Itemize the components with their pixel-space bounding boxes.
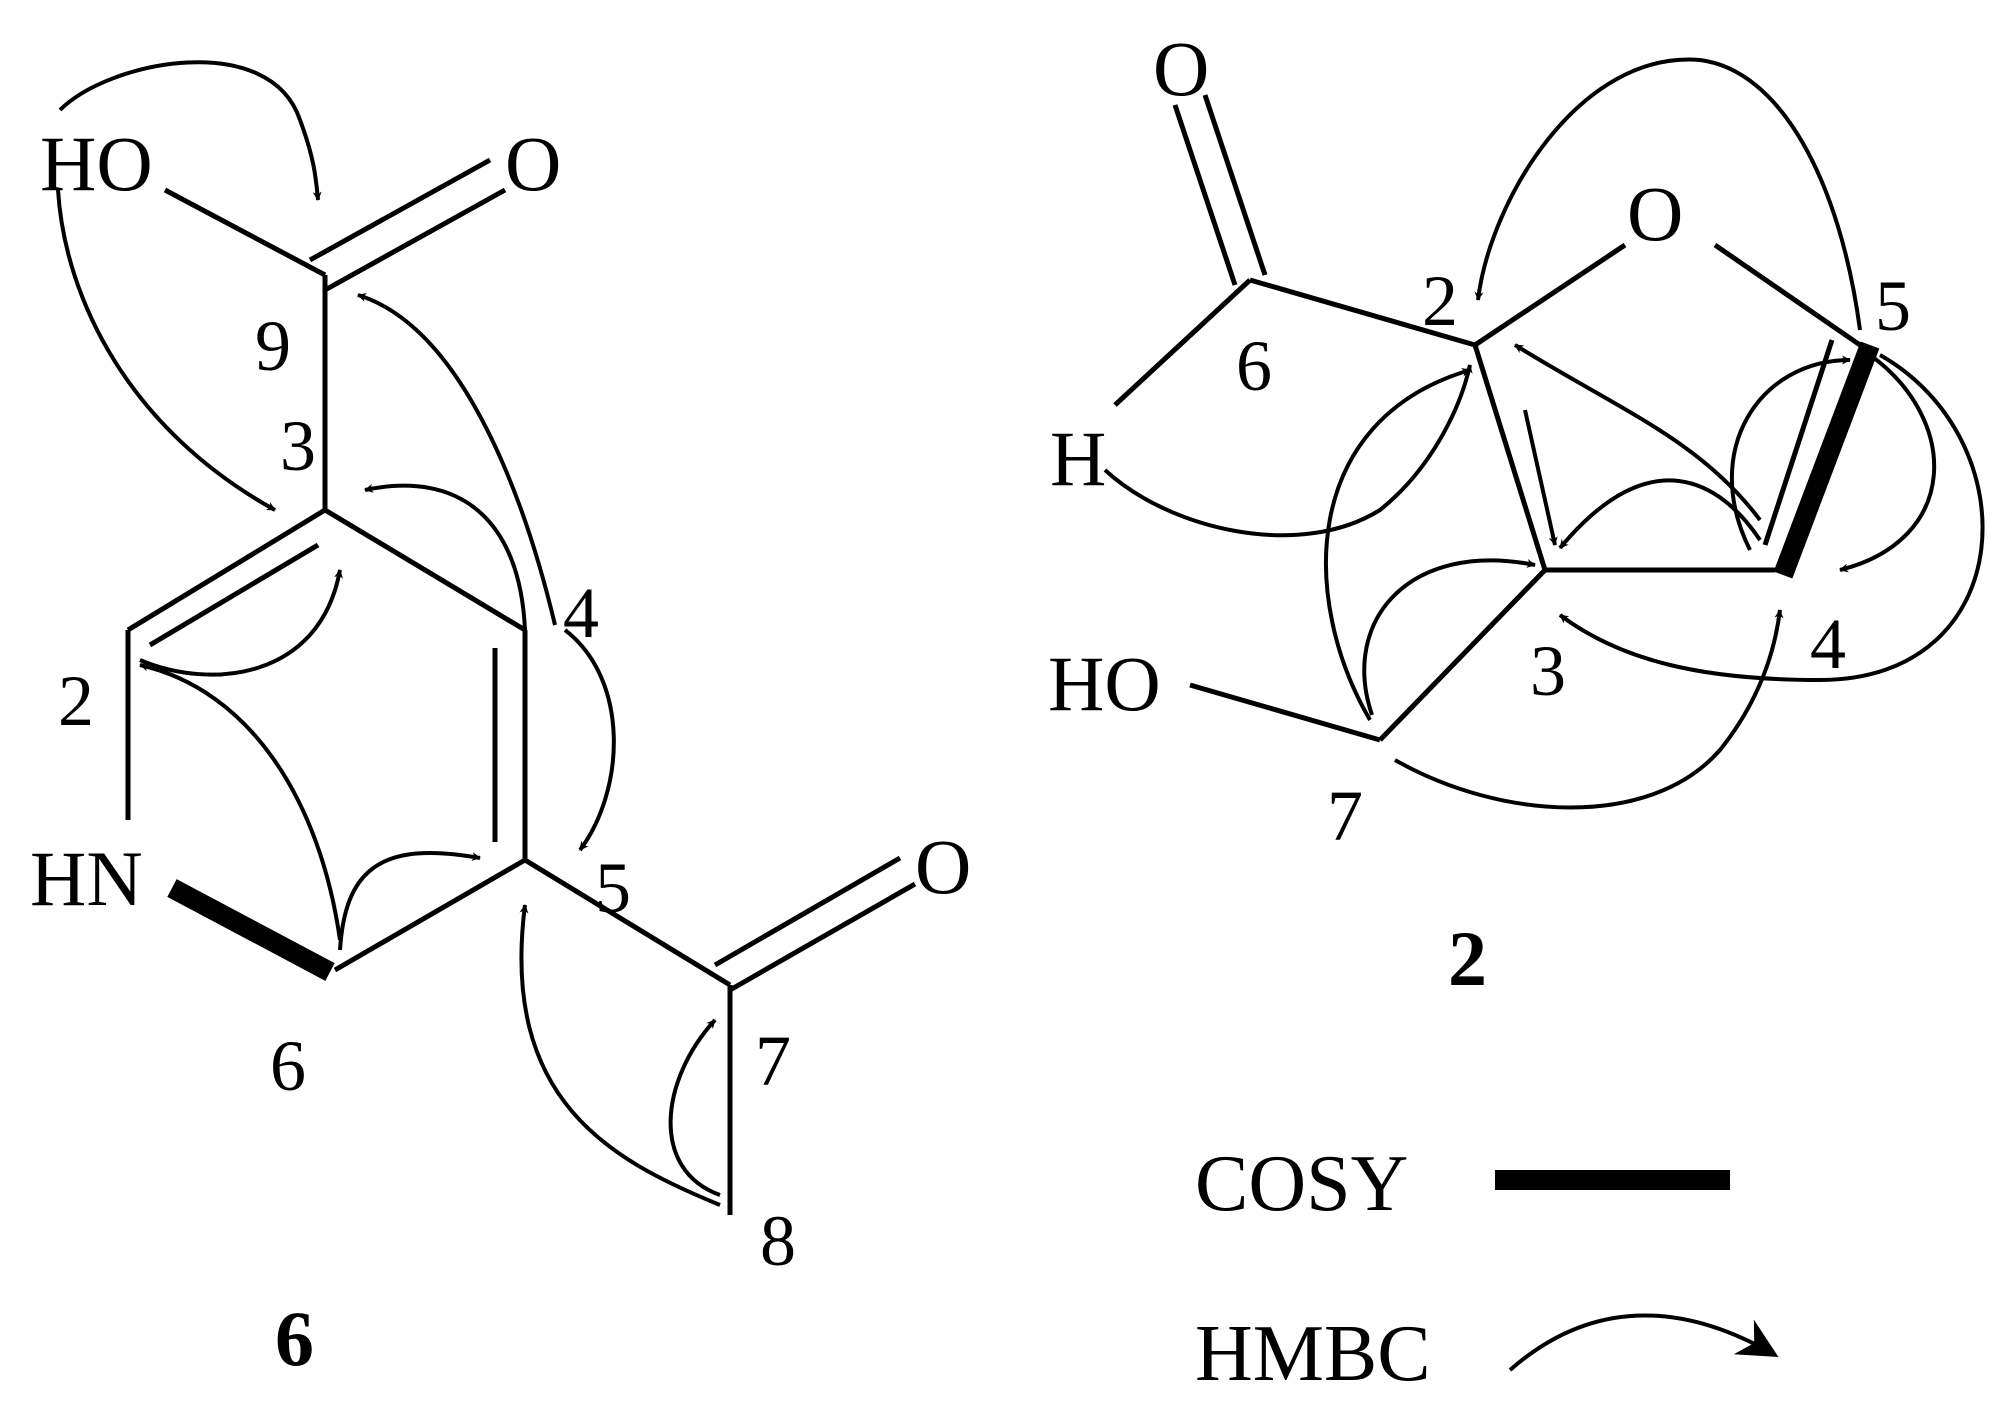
c2-label-o-ring: O [1627,170,1683,257]
c6-label-c6: 6 [270,1026,306,1106]
compound-2-number: 2 [1448,915,1487,1002]
compound-6-atom-labels: HO O 9 3 4 2 HN 5 O 6 7 8 6 [30,120,971,1382]
legend-cosy-label: COSY [1195,1140,1408,1228]
compound-2-cosy-bond [1773,341,1880,579]
c6-label-ho: HO [40,120,153,207]
c2-label-ho: HO [1048,640,1161,727]
c6-label-c9: 9 [255,306,291,386]
compound-6-cosy-bond [167,879,335,981]
c2-label-h: H [1050,415,1106,502]
c6-label-c3: 3 [280,406,316,486]
compound-6-number: 6 [275,1295,314,1382]
compound-2-bonds [1113,94,1862,743]
legend-hmbc-arrow [1508,1313,1779,1372]
c6-label-c8: 8 [760,1201,796,1281]
c2-label-c7: 7 [1327,776,1363,856]
compound-2-atom-labels: O O 2 5 6 H HO 3 4 7 2 [1048,25,1911,1002]
c6-label-c2: 2 [58,661,94,741]
c6-label-o-ketone: O [915,823,971,910]
c2-label-c5: 5 [1875,266,1911,346]
compound-6-hmbc-arrows [56,60,721,1207]
compound-6-bonds [125,157,917,1215]
c6-label-o-carbonyl: O [505,120,561,207]
compound-2-hmbc-arrows [1103,57,1985,810]
c2-label-c3: 3 [1530,631,1566,711]
legend: COSY HMBC [1195,1140,1779,1398]
c6-label-c7: 7 [755,1021,791,1101]
legend-hmbc-label: HMBC [1195,1310,1431,1398]
c6-label-hn: HN [30,835,143,922]
compound-2: O O 2 5 6 H HO 3 4 7 2 [1048,25,1985,1002]
c2-label-c2: 2 [1422,261,1458,341]
c6-label-c5: 5 [595,848,631,928]
c2-label-c4: 4 [1810,604,1846,684]
c2-label-c6: 6 [1236,326,1272,406]
c2-label-o-aldehyde: O [1153,25,1209,112]
c6-label-c4: 4 [563,573,599,653]
compound-6: HO O 9 3 4 2 HN 5 O 6 7 8 6 [30,60,971,1382]
